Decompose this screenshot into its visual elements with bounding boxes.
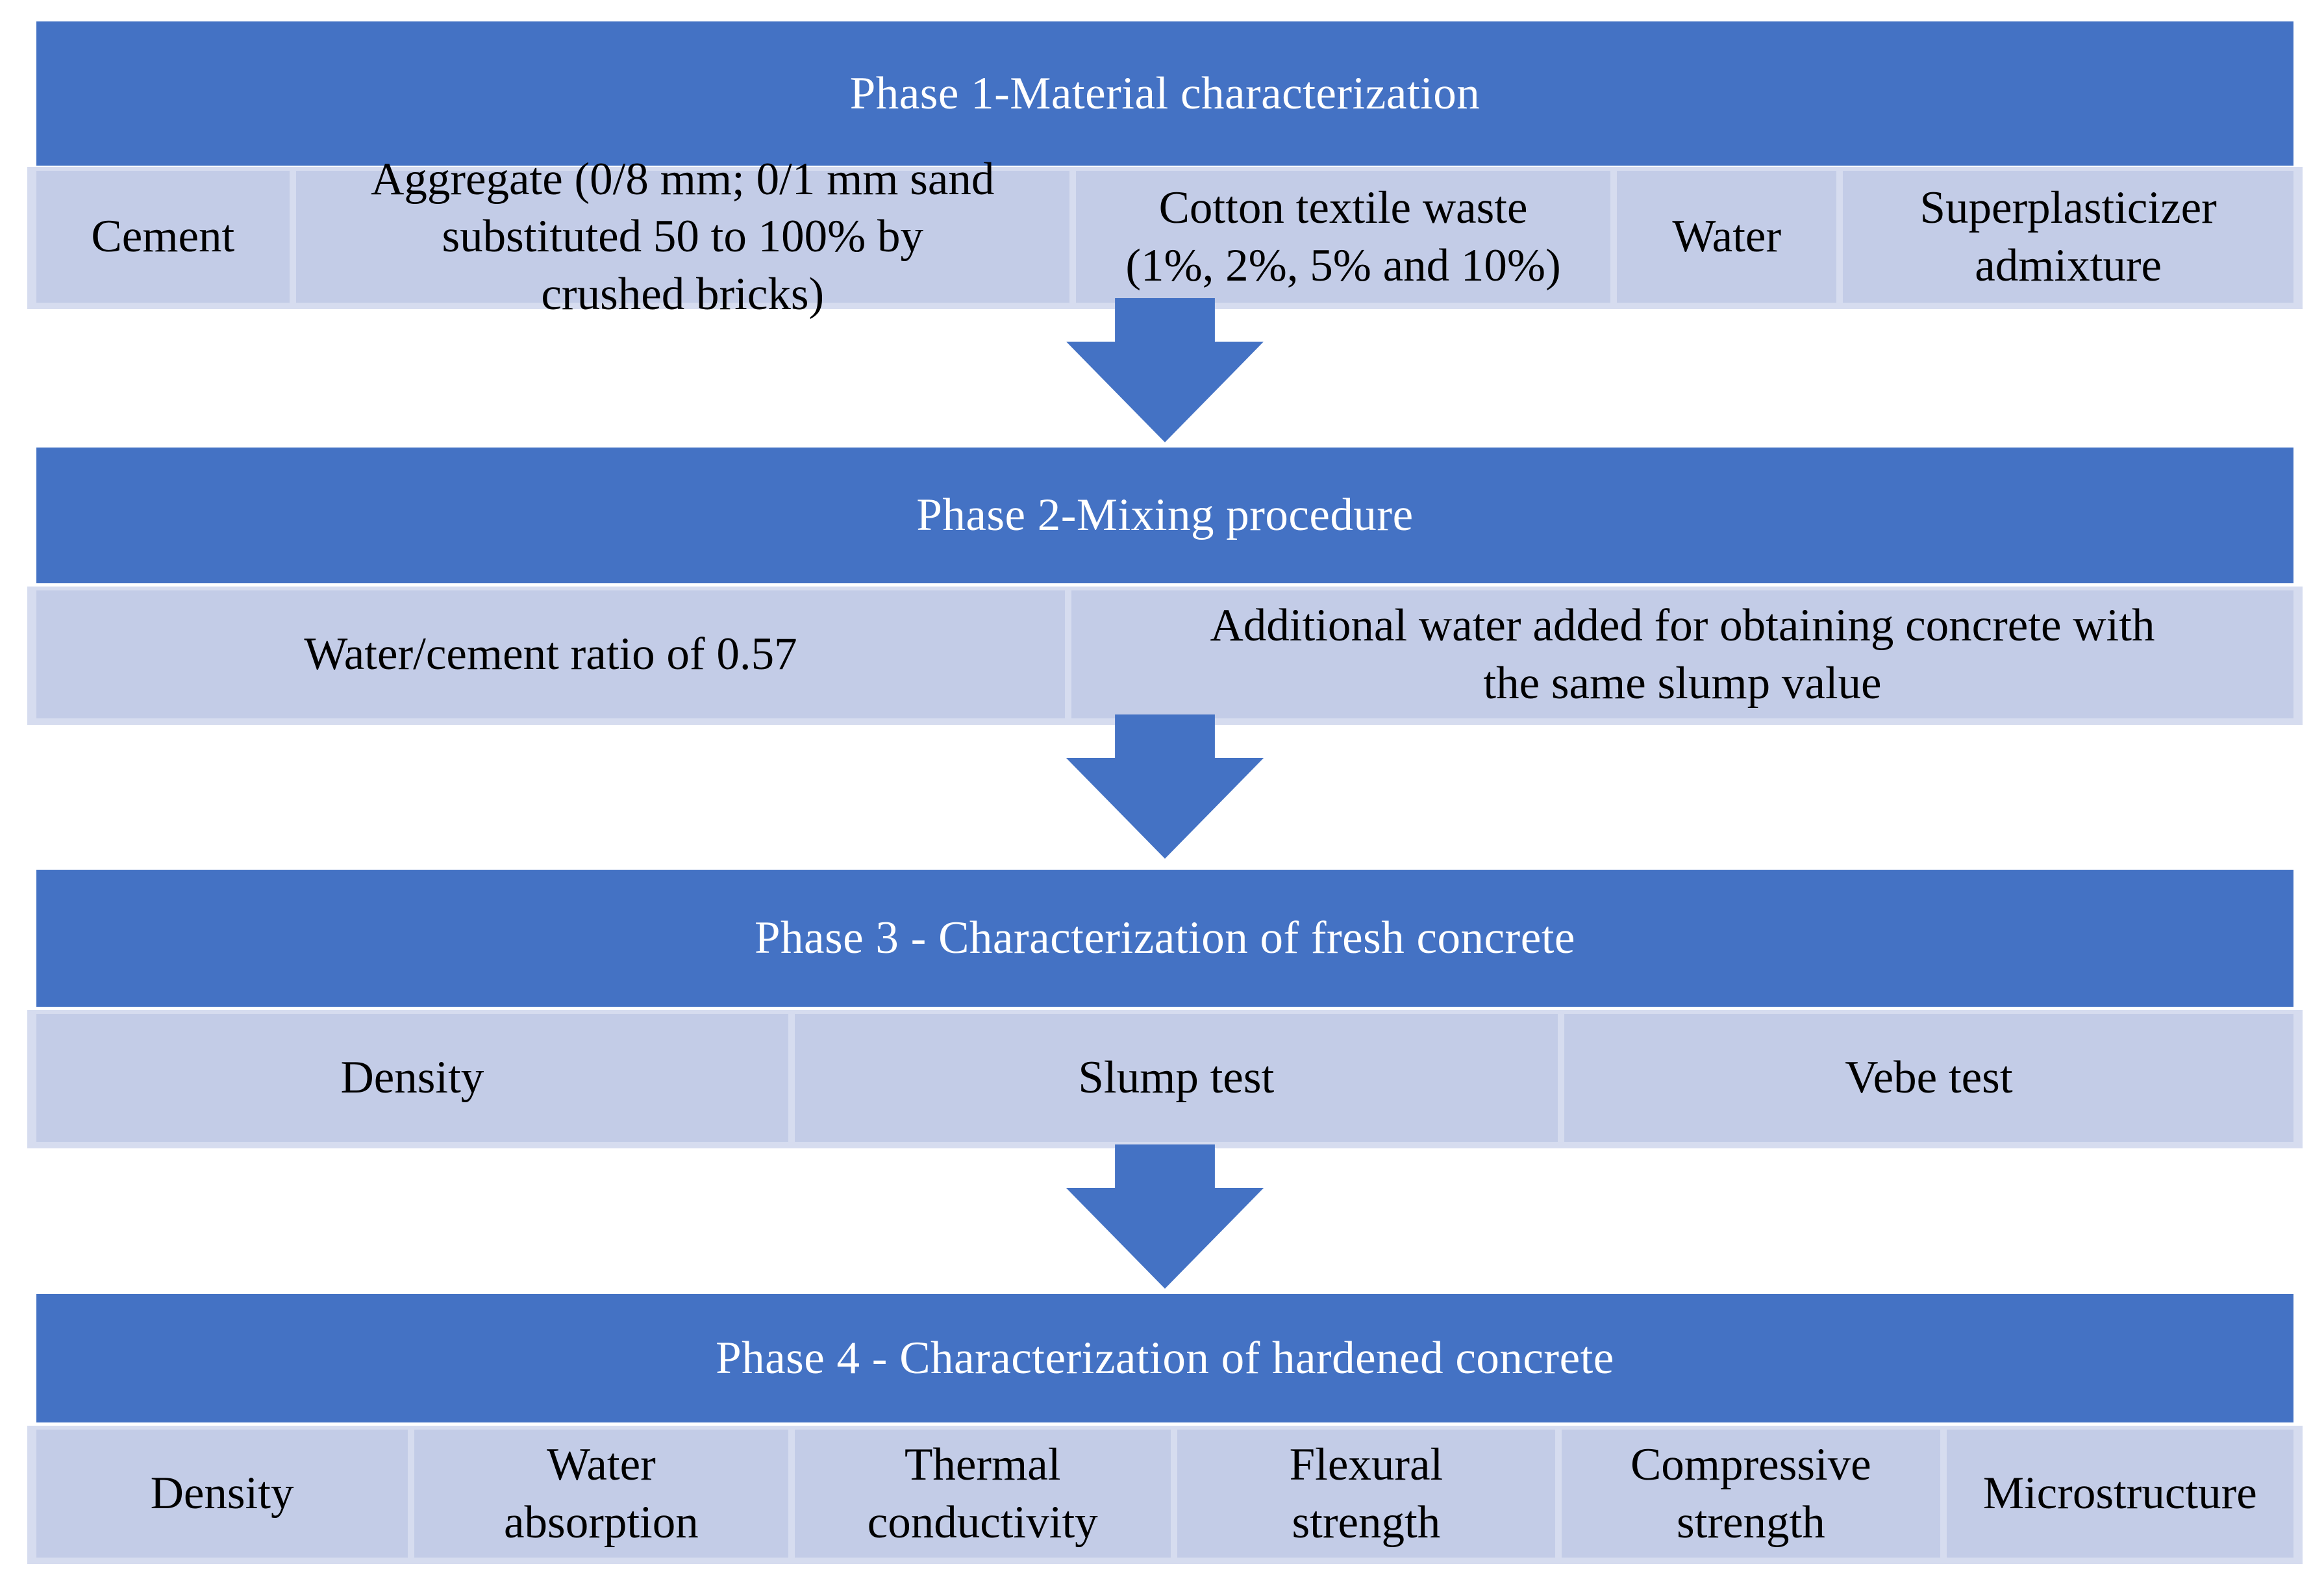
phase-4-row: Density Water absorption Thermal conduct… <box>27 1426 2303 1564</box>
cell-cement: Cement <box>36 171 290 303</box>
cell-thermal-conductivity-label: Thermal conductivity <box>867 1439 1098 1548</box>
down-arrow-3 <box>1066 1144 1264 1289</box>
cell-density-hardened: Density <box>36 1430 408 1558</box>
cell-cotton-textile-waste-label: Cotton textile waste (1%, 2%, 5% and 10%… <box>1125 183 1561 291</box>
phase-2-row: Water/cement ratio of 0.57 Additional wa… <box>27 587 2303 725</box>
cell-microstructure-label: Microstructure <box>1982 1468 2257 1519</box>
phase-4-title: Phase 4 - Characterization of hardened c… <box>716 1332 1614 1383</box>
cell-cotton-textile-waste: Cotton textile waste (1%, 2%, 5% and 10%… <box>1075 171 1611 303</box>
cell-compressive-strength-label: Compressive strength <box>1630 1439 1871 1548</box>
cell-additional-water-label: Additional water added for obtaining con… <box>1210 600 2155 709</box>
flow-diagram: Phase 1-Material characterization Cement… <box>27 0 2303 1579</box>
cell-superplasticizer-label: Superplasticizer admixture <box>1919 183 2217 291</box>
cell-water-cement-ratio-label: Water/cement ratio of 0.57 <box>304 629 797 680</box>
cell-water-absorption: Water absorption <box>414 1430 788 1558</box>
cell-flexural-strength-label: Flexural strength <box>1289 1439 1443 1548</box>
phase-3-title: Phase 3 - Characterization of fresh conc… <box>755 913 1575 963</box>
cell-water-cement-ratio: Water/cement ratio of 0.57 <box>36 590 1065 718</box>
phase-3-row: Density Slump test Vebe test <box>27 1010 2303 1148</box>
cell-water-absorption-label: Water absorption <box>504 1439 699 1548</box>
cell-additional-water: Additional water added for obtaining con… <box>1071 590 2293 718</box>
cell-flexural-strength: Flexural strength <box>1177 1430 1556 1558</box>
cell-water: Water <box>1617 171 1837 303</box>
cell-slump-test: Slump test <box>794 1014 1558 1142</box>
cell-slump-test-label: Slump test <box>1078 1052 1275 1104</box>
cell-vebe-test: Vebe test <box>1564 1014 2294 1142</box>
cell-vebe-test-label: Vebe test <box>1845 1052 2013 1104</box>
cell-density-hardened-label: Density <box>150 1468 294 1519</box>
cell-compressive-strength: Compressive strength <box>1562 1430 1940 1558</box>
phase-1-row: Cement Aggregate (0/8 mm; 0/1 mm sand su… <box>27 154 2303 320</box>
cell-water-label: Water <box>1672 211 1782 262</box>
phase-1-header: Phase 1-Material characterization <box>36 21 2293 166</box>
cell-cement-label: Cement <box>91 211 235 262</box>
phase-4-header: Phase 4 - Characterization of hardened c… <box>36 1294 2293 1422</box>
cell-aggregate: Aggregate (0/8 mm; 0/1 mm sand substitut… <box>295 154 1069 320</box>
phase-2-title: Phase 2-Mixing procedure <box>916 490 1414 540</box>
cell-microstructure: Microstructure <box>1946 1430 2293 1558</box>
phase-2-header: Phase 2-Mixing procedure <box>36 448 2293 583</box>
phase-3-header: Phase 3 - Characterization of fresh conc… <box>36 870 2293 1007</box>
cell-thermal-conductivity: Thermal conductivity <box>794 1430 1171 1558</box>
down-arrow-2 <box>1066 714 1264 859</box>
cell-density-fresh: Density <box>36 1014 788 1142</box>
cell-density-fresh-label: Density <box>340 1052 484 1104</box>
phase-1-title: Phase 1-Material characterization <box>849 68 1481 119</box>
down-arrow-1 <box>1066 298 1264 442</box>
cell-superplasticizer: Superplasticizer admixture <box>1843 171 2294 303</box>
cell-aggregate-label: Aggregate (0/8 mm; 0/1 mm sand substitut… <box>371 154 995 320</box>
